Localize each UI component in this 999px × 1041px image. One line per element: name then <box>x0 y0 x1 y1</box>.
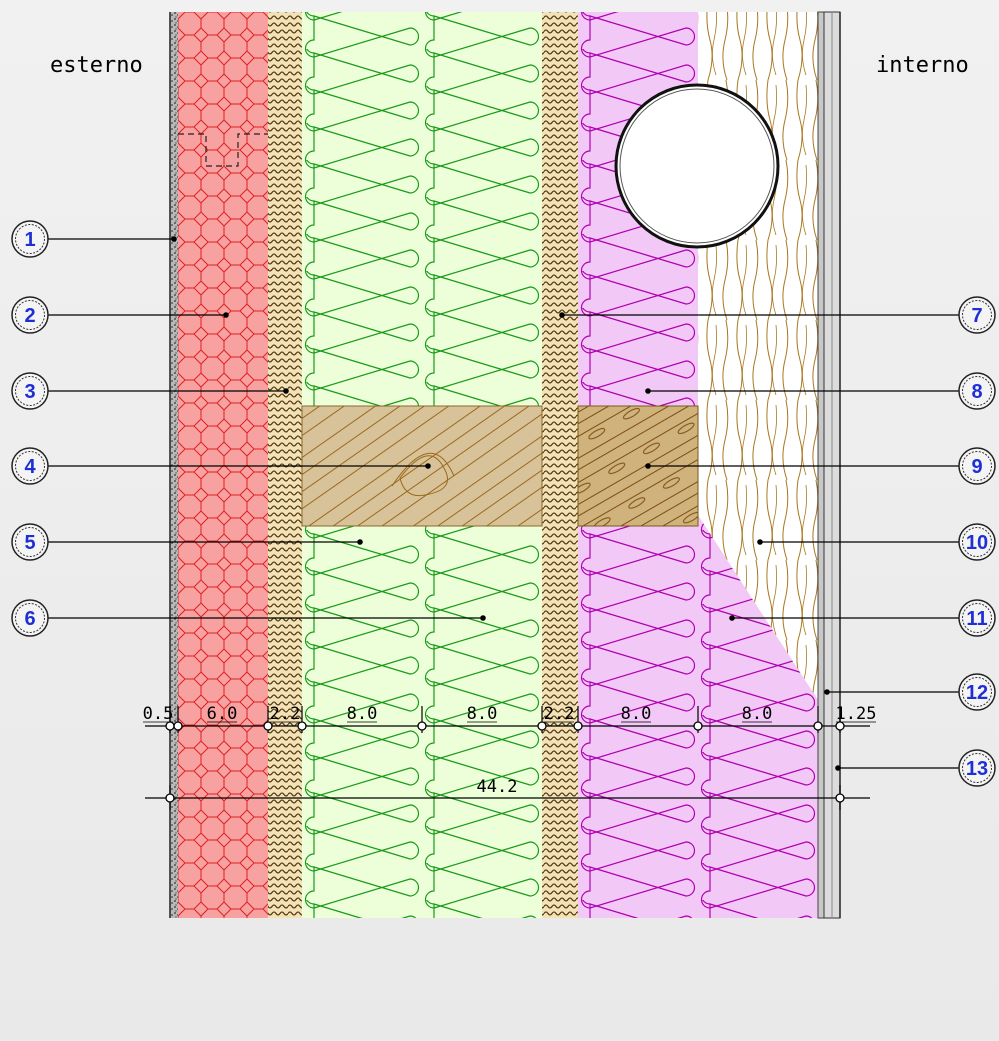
callout-ring <box>962 527 992 557</box>
callout-circle <box>11 447 49 485</box>
dimension-node <box>173 721 183 731</box>
callout-circle <box>958 749 996 787</box>
anchor-detail-dashed <box>178 133 268 167</box>
callout-circle <box>958 523 996 561</box>
callout-12: 12 <box>824 673 996 711</box>
layer-vapour-membrane <box>817 11 825 919</box>
dimension-label: 8.0 <box>467 704 498 724</box>
callout-dot <box>559 312 565 318</box>
callout-dot <box>645 388 651 394</box>
callout-dot <box>223 312 229 318</box>
callout-ring <box>15 527 45 557</box>
callout-dot <box>757 539 763 545</box>
callout-5: 5 <box>11 523 363 561</box>
label-interior: interno <box>876 53 969 78</box>
callout-number: 11 <box>966 608 987 630</box>
callout-circle <box>958 447 996 485</box>
callout-number: 12 <box>966 682 988 704</box>
dimension-node <box>165 793 175 803</box>
callout-ring <box>962 603 992 633</box>
callout-dot <box>357 539 363 545</box>
callout-dot <box>283 388 289 394</box>
dimension-label: 2.2 <box>270 704 301 724</box>
layer-mineral-wool-2 <box>698 515 818 918</box>
callout-1: 1 <box>11 220 177 258</box>
dimension-node <box>573 721 583 731</box>
callout-ring <box>15 300 45 330</box>
callout-circle <box>958 296 996 334</box>
callout-ring <box>15 224 45 254</box>
callout-number: 9 <box>971 456 982 478</box>
dimension-node <box>813 721 823 731</box>
callout-3: 3 <box>11 372 289 410</box>
callout-dot <box>645 463 651 469</box>
callout-dot <box>835 765 841 771</box>
dimension-chain: 0.5 6.0 2.2 8.0 8.0 2.2 8.0 8.0 1.25 44.2 <box>143 704 877 810</box>
dimension-label: 0.5 <box>143 704 174 724</box>
callout-ring <box>962 451 992 481</box>
callout-ring <box>962 300 992 330</box>
dimension-label: 8.0 <box>621 704 652 724</box>
dimension-node <box>297 721 307 731</box>
callout-circle <box>958 673 996 711</box>
callout-ring <box>962 753 992 783</box>
callout-7: 7 <box>559 296 996 334</box>
callout-number: 7 <box>971 305 982 327</box>
callout-circle <box>11 372 49 410</box>
callout-circle <box>11 220 49 258</box>
wall-layers <box>169 11 841 919</box>
callout-9: 9 <box>645 447 996 485</box>
callout-number: 4 <box>24 456 36 478</box>
callout-ring <box>962 677 992 707</box>
callout-8: 8 <box>645 372 996 410</box>
callout-ring <box>15 603 45 633</box>
callout-ring <box>15 451 45 481</box>
callout-circle <box>958 599 996 637</box>
callout-dot <box>425 463 431 469</box>
callout-13: 13 <box>835 749 996 787</box>
callout-number: 10 <box>966 532 988 554</box>
callout-ring <box>15 376 45 406</box>
layer-fibre-board-inner <box>542 12 578 918</box>
dimension-total-label: 44.2 <box>477 777 518 797</box>
callout-dot <box>824 689 830 695</box>
callout-dot <box>480 615 486 621</box>
callout-dot <box>729 615 735 621</box>
callout-11: 11 <box>729 599 996 637</box>
dimension-label: 8.0 <box>742 704 773 724</box>
dimension-label: 2.2 <box>544 704 575 724</box>
callout-number: 6 <box>24 608 35 630</box>
callout-10: 10 <box>757 523 996 561</box>
callout-number: 5 <box>24 532 35 554</box>
callout-circle <box>11 523 49 561</box>
callout-circle <box>11 296 49 334</box>
callout-2: 2 <box>11 296 229 334</box>
callout-number: 8 <box>971 381 982 403</box>
callout-4: 4 <box>11 447 431 485</box>
callout-number: 3 <box>24 381 35 403</box>
layer-external-plaster <box>170 12 178 918</box>
callout-number: 13 <box>966 758 988 780</box>
dimension-node <box>835 793 845 803</box>
dimension-node <box>693 721 703 731</box>
layer-fibre-board-outer <box>268 12 302 918</box>
callout-circle <box>11 599 49 637</box>
dimension-node <box>263 721 273 731</box>
dimension-node <box>537 721 547 731</box>
callout-number: 1 <box>24 229 35 251</box>
callout-dot <box>171 236 177 242</box>
callout-ring <box>962 376 992 406</box>
installation-pipe <box>614 83 780 249</box>
label-exterior: esterno <box>50 53 143 78</box>
dimension-node <box>417 721 427 731</box>
callout-number: 2 <box>24 305 35 327</box>
callout-circle <box>958 372 996 410</box>
dimension-label: 1.25 <box>836 704 877 724</box>
dimension-label: 6.0 <box>207 704 238 724</box>
layer-brick <box>178 12 268 918</box>
callout-6: 6 <box>11 599 486 637</box>
dimension-label: 8.0 <box>347 704 378 724</box>
